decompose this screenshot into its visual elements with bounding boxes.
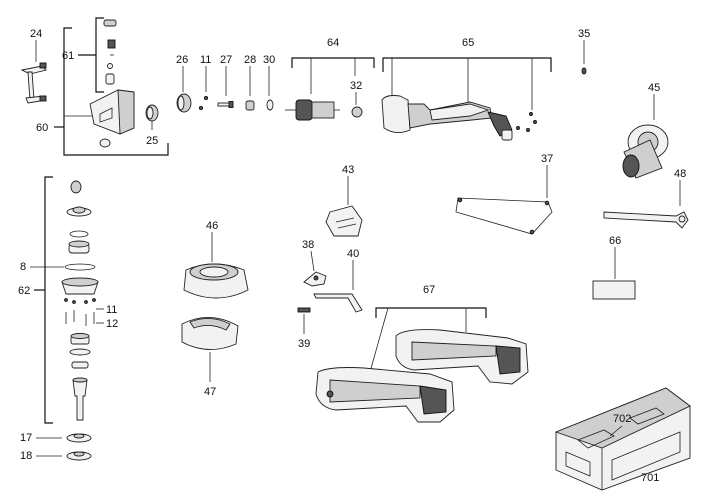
callout-35: 35 — [578, 28, 590, 40]
callout-24: 24 — [30, 28, 42, 40]
part-39-spring: 39 — [297, 307, 311, 350]
callout-65: 65 — [462, 37, 474, 49]
small-parts-row: 26 11 27 28 30 — [176, 54, 275, 113]
part-47-cutting-guard: 47 — [181, 317, 239, 398]
part-46-wheel-guard: 46 — [183, 220, 249, 299]
part-35-screw: 35 — [578, 28, 590, 75]
callout-702: 702 — [613, 413, 631, 425]
part-66-label: 66 — [592, 235, 636, 300]
callout-11-mid: 11 — [106, 304, 117, 316]
callout-25: 25 — [146, 135, 158, 147]
callout-66: 66 — [609, 235, 621, 247]
callout-28: 28 — [244, 54, 256, 66]
part-43-switch: 43 — [325, 164, 363, 237]
callout-27: 27 — [220, 54, 232, 66]
callout-62: 62 — [18, 285, 30, 297]
part-48-spanner: 48 — [603, 168, 689, 229]
part-24-bracket: 24 — [20, 28, 47, 104]
part-701-702-carry-case: 702 701 — [554, 387, 691, 491]
callout-38: 38 — [302, 239, 314, 251]
callout-17: 17 — [20, 432, 32, 444]
part-17-18-flanges: 17 18 — [20, 432, 92, 462]
part-37-gasket: 37 — [455, 153, 553, 235]
callout-48: 48 — [674, 168, 686, 180]
callout-12: 12 — [106, 318, 118, 330]
callout-30: 30 — [263, 54, 275, 66]
callout-701: 701 — [641, 472, 659, 484]
callout-47: 47 — [204, 386, 216, 398]
callout-60: 60 — [36, 122, 48, 134]
callout-18: 18 — [20, 450, 32, 462]
callout-37: 37 — [541, 153, 553, 165]
callout-26: 26 — [176, 54, 188, 66]
callout-46: 46 — [206, 220, 218, 232]
part-38-40-lock-lever: 38 40 — [302, 239, 363, 313]
part-67-housing-halves: 67 — [315, 284, 529, 423]
group-62-spindle: 62 8 11 12 — [18, 176, 118, 424]
callout-39: 39 — [298, 338, 310, 350]
callout-40: 40 — [347, 248, 359, 260]
part-45-side-handle: 45 — [622, 82, 669, 179]
part-65-motor-housing: 65 — [381, 37, 552, 141]
callout-45: 45 — [648, 82, 660, 94]
callout-11-top: 11 — [200, 54, 211, 66]
callout-61: 61 — [62, 50, 74, 62]
group-60-61-25: 61 60 25 — [36, 17, 169, 156]
callout-32: 32 — [350, 80, 362, 92]
callout-67: 67 — [423, 284, 435, 296]
callout-43: 43 — [342, 164, 354, 176]
callout-64: 64 — [327, 37, 339, 49]
callout-8: 8 — [20, 261, 26, 273]
part-64-armature: 64 32 — [285, 37, 375, 121]
